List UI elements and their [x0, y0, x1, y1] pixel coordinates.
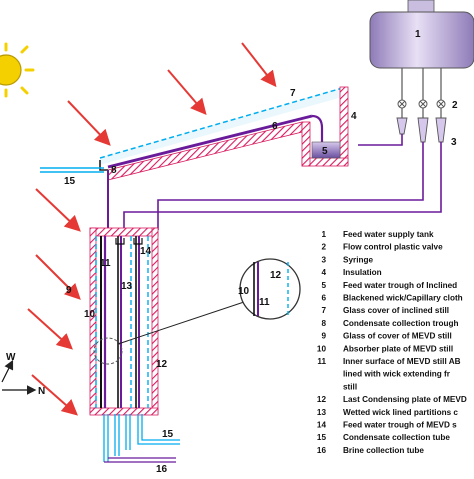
condensate-trough	[99, 160, 108, 171]
legend-text: still	[343, 382, 357, 391]
mevd-feed-trough	[133, 238, 143, 245]
zoom-callout-10: 10	[238, 286, 250, 297]
legend-number: 5	[321, 281, 326, 290]
legend-number: 12	[317, 395, 327, 404]
legend-text: Wetted wick lined partitions c	[343, 408, 458, 417]
callout-7: 7	[290, 88, 296, 99]
compass-west: W	[6, 352, 16, 363]
feed-water-tank	[369, 0, 474, 69]
sun-icon	[0, 42, 35, 98]
legend-text: Absorber plate of MEVD still	[343, 344, 453, 353]
callout-15-bottom: 15	[162, 429, 174, 440]
callout-15-top: 15	[64, 176, 76, 187]
callout-2: 2	[452, 100, 458, 111]
legend-number: 3	[321, 255, 326, 264]
callout-16: 16	[156, 464, 168, 474]
legend-number: 16	[317, 446, 327, 455]
inclined-glass-cover	[100, 87, 346, 165]
sun-ray	[35, 188, 81, 232]
callout-6: 6	[272, 121, 278, 132]
legend-text: Last Condensing plate of MEVD	[343, 395, 467, 404]
legend-text: Flow control plastic valve	[343, 243, 443, 252]
legend-text: Feed water trough of Inclined	[343, 281, 457, 290]
legend-number: 15	[317, 433, 327, 442]
sun-ray	[67, 100, 111, 146]
zoom-region	[93, 337, 123, 365]
zoom-arrow	[117, 298, 252, 345]
sun-ray	[27, 308, 73, 350]
callout-9: 9	[66, 285, 72, 296]
sun-ray	[35, 254, 81, 300]
inclined-glass-cover-line	[99, 86, 347, 159]
callout-8: 8	[111, 165, 117, 176]
legend-text: lined with wick extending fr	[343, 370, 451, 379]
legend-text: Insulation	[343, 268, 382, 277]
legend-text: Glass of cover of MEVD still	[343, 332, 452, 341]
legend-text: Inner surface of MEVD still AB	[343, 357, 461, 366]
callout-1: 1	[415, 29, 421, 40]
compass-north: N	[38, 386, 45, 397]
callout-5: 5	[322, 146, 328, 157]
legend-number: 13	[317, 408, 327, 417]
sun-ray	[241, 42, 277, 88]
legend-text: Glass cover of inclined still	[343, 306, 449, 315]
callout-4: 4	[351, 111, 357, 122]
zoom-callout-12: 12	[270, 270, 282, 281]
zoom-detail	[239, 258, 301, 320]
legend-text: Feed water trough of MEVD s	[343, 421, 457, 430]
legend-number: 4	[321, 268, 326, 277]
legend-text: Condensate collection trough	[343, 319, 459, 328]
blackened-wick	[107, 114, 313, 169]
legend-number: 6	[321, 294, 326, 303]
inclined-feed-trough	[311, 141, 341, 159]
legend-number: 7	[321, 306, 326, 315]
legend-number: 2	[321, 243, 326, 252]
legend-text: Brine collection tube	[343, 446, 424, 455]
zoom-callout-11: 11	[259, 297, 270, 308]
legend-text: Feed water supply tank	[343, 230, 434, 239]
feed-tubes	[123, 134, 442, 232]
legend-text: Blackened wick/Capillary cloth	[343, 294, 463, 303]
sun-ray	[31, 374, 78, 416]
legend-text: Condensate collection tube	[343, 433, 450, 442]
callout-3: 3	[451, 137, 457, 148]
condensate-tube-top	[40, 167, 104, 173]
flow-control-valve	[397, 99, 446, 109]
sun-ray	[167, 69, 207, 116]
legend-number: 10	[317, 344, 327, 353]
legend-number: 11	[317, 357, 326, 366]
bottom-tubes	[103, 414, 180, 463]
callout-14: 14	[140, 246, 152, 257]
solar-rays	[27, 42, 277, 416]
supply-lines	[401, 68, 442, 118]
syringe	[396, 117, 447, 143]
callout-12: 12	[156, 359, 168, 370]
legend-text: Syringe	[343, 255, 373, 264]
mevd-still	[89, 227, 159, 416]
callout-11: 11	[100, 258, 111, 269]
legend-number: 14	[317, 421, 327, 430]
callout-10: 10	[84, 309, 96, 320]
legend-number: 1	[321, 230, 326, 239]
legend-number: 8	[321, 319, 326, 328]
compass-icon	[1, 359, 37, 395]
legend: 1 Feed water supply tank 2 Flow control pla…	[317, 230, 467, 455]
legend-number: 9	[321, 332, 326, 341]
callout-13: 13	[121, 281, 133, 292]
wick-into-trough	[311, 114, 324, 150]
mevd-feed-trough	[115, 238, 125, 245]
